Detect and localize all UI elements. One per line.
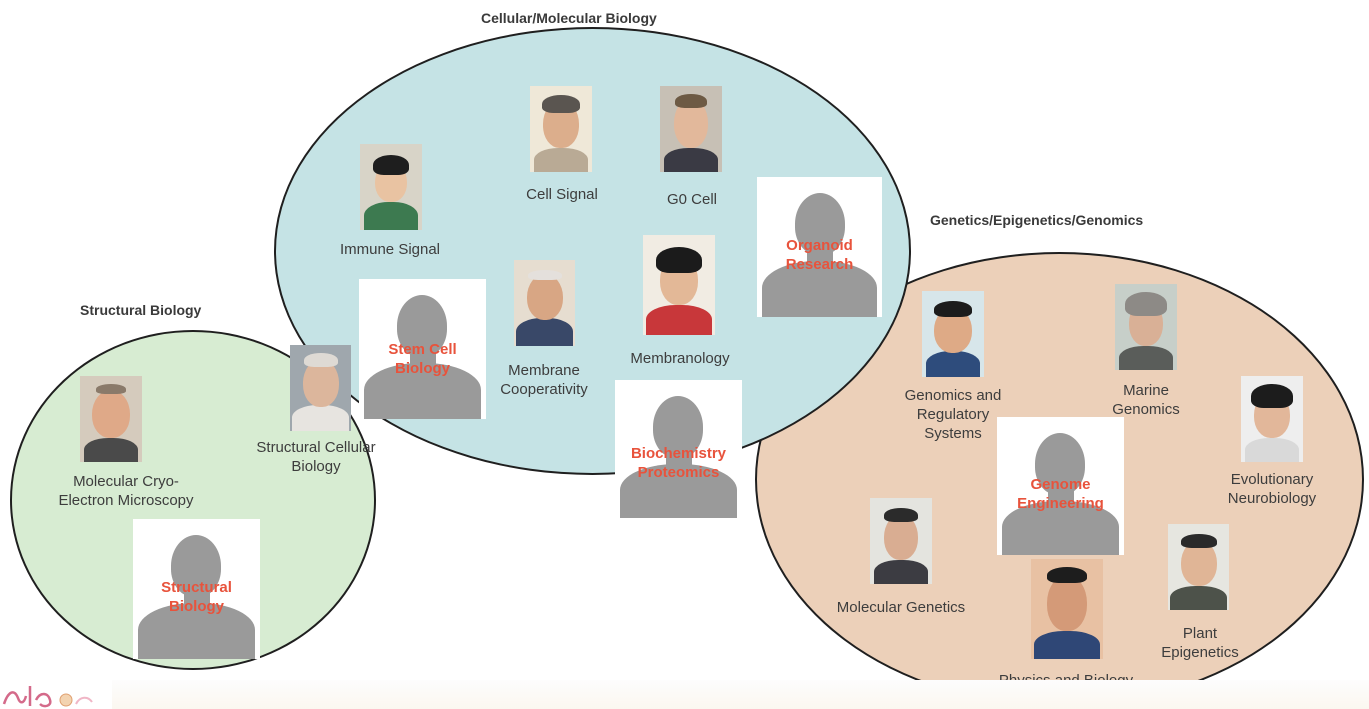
unit-label-molecular-genetics: Molecular Genetics	[836, 599, 966, 616]
unit-label-molecular-cryo-em: Molecular Cryo- Electron Microscopy	[58, 473, 194, 509]
portrait-icon	[514, 260, 575, 346]
structural-group-title: Structural Biology	[80, 302, 202, 318]
portrait-icon	[360, 144, 422, 230]
portrait-icon	[643, 235, 715, 335]
unit-label-cell-signal: Cell Signal	[526, 186, 598, 203]
portrait-icon	[660, 86, 722, 172]
unit-label-marine-genomics: Marine Genomics	[1112, 382, 1180, 418]
silhouette-icon	[397, 295, 447, 357]
vacancy-stem-cell-biology: Stem Cell Biology	[359, 279, 486, 419]
unit-label-membrane-cooperativity: Membrane Cooperativity	[500, 362, 588, 398]
unit-label-evolutionary-neurobiology: Evolutionary Neurobiology	[1227, 471, 1317, 507]
vacancy-organoid-research: Organoid Research	[757, 177, 882, 317]
silhouette-icon	[653, 396, 703, 458]
unit-label-immune-signal: Immune Signal	[339, 241, 441, 258]
institute-logo-icon	[2, 686, 93, 708]
portrait-icon	[1031, 559, 1103, 659]
genetics-group-title: Genetics/Epigenetics/Genomics	[930, 212, 1144, 228]
footer-strip	[112, 680, 1369, 709]
silhouette-icon	[171, 535, 221, 597]
silhouette-icon	[1035, 433, 1085, 495]
portrait-icon	[1241, 376, 1303, 462]
vacancy-label: Structural Biology	[161, 579, 232, 615]
portrait-icon	[80, 376, 142, 462]
vacancy-label: Stem Cell Biology	[388, 341, 457, 377]
silhouette-icon	[795, 193, 845, 255]
unit-label-plant-epigenetics: Plant Epigenetics	[1161, 625, 1239, 661]
vacancy-label: Biochemistry Proteomics	[630, 445, 727, 481]
unit-label-genomics-regulatory: Genomics and Regulatory Systems	[904, 387, 1002, 442]
portrait-icon	[870, 498, 932, 584]
portrait-icon	[530, 86, 592, 172]
unit-label-membranology: Membranology	[630, 350, 730, 367]
vacancy-label: Genome Engineering	[1017, 476, 1104, 512]
vacancy-structural-biology: Structural Biology	[133, 519, 260, 659]
vacancy-label: Organoid Research	[785, 237, 854, 273]
cellular-group-title: Cellular/Molecular Biology	[481, 10, 657, 26]
vacancy-biochemistry-proteomics: Biochemistry Proteomics	[615, 380, 742, 518]
portrait-icon	[1115, 284, 1177, 370]
portrait-icon	[922, 291, 984, 377]
unit-label-g0-cell: G0 Cell	[666, 191, 718, 208]
unit-label-structural-cellular-biology: Structural Cellular Biology	[256, 439, 376, 475]
portrait-icon	[290, 345, 351, 431]
portrait-icon	[1168, 524, 1229, 610]
vacancy-genome-engineering: Genome Engineering	[997, 417, 1124, 555]
